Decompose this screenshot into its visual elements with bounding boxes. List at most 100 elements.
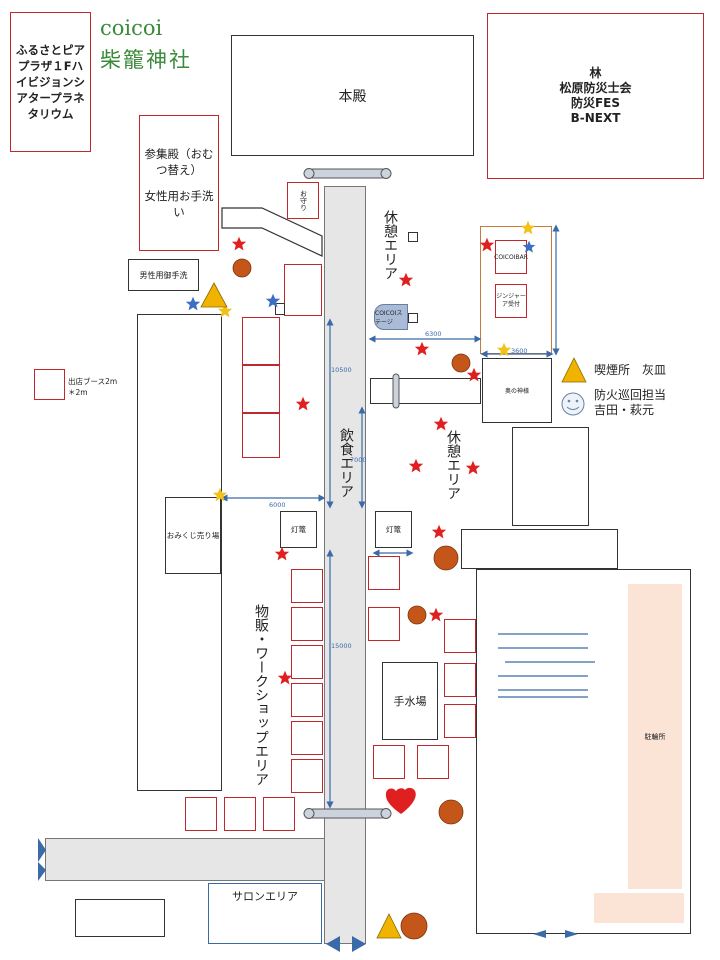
red-heart-icon — [385, 787, 416, 814]
temizuba[interactable]: 手水場 — [382, 662, 438, 740]
parking-label: 駐輪所 — [644, 732, 666, 741]
brand-shrine-name: 柴籠神社 — [100, 48, 192, 72]
lantern-left-label: 灯篭 — [291, 525, 306, 534]
sanshuden-label: 参集殿（おむつ替え） — [144, 147, 214, 177]
lantern-right: 灯篭 — [375, 511, 412, 548]
legend-patrol-label: 防火巡回担当 吉田・萩元 — [594, 388, 666, 418]
booth-b2[interactable] — [224, 797, 256, 831]
smiley-face-icon — [561, 392, 585, 416]
smoking-triangle-icon — [376, 913, 402, 939]
fire-extinguisher-star-icon — [479, 237, 495, 252]
coicoi-stage[interactable]: COICOIステージ — [374, 304, 408, 330]
booth-l3[interactable] — [242, 365, 280, 413]
storehouse — [512, 427, 589, 526]
slanted-walkway — [221, 207, 323, 257]
east-path — [370, 378, 481, 404]
patrol-line2: 吉田・萩元 — [594, 403, 655, 417]
salon-area[interactable]: サロンエリア — [208, 883, 322, 944]
dimension-arrows — [220, 224, 560, 809]
goods-area-label: 物販・ワークショップエリア — [253, 604, 269, 786]
blue-star-icon — [265, 293, 281, 308]
omamori-label: お守り — [299, 190, 308, 211]
booth-g1[interactable] — [291, 569, 323, 603]
orange-circle-icon — [433, 545, 459, 571]
fire-extinguisher-star-icon — [231, 236, 247, 251]
legend-booth-label: 出店ブース2m＊2m — [68, 377, 118, 397]
bousai-fes-box: 林 松原防災士会 防災FES B-NEXT — [487, 13, 704, 179]
orange-circle-icon — [400, 912, 428, 940]
sanshuden-box[interactable]: 参集殿（おむつ替え） 女性用お手洗い — [139, 115, 219, 251]
booth-b1[interactable] — [185, 797, 217, 831]
bfes-line1: 林 — [589, 66, 602, 80]
booth-g6[interactable] — [291, 759, 323, 793]
salon-label: サロンエリア — [232, 890, 298, 903]
rest-marker-1 — [408, 232, 418, 242]
blue-star-icon — [522, 240, 536, 253]
fire-extinguisher-star-icon — [398, 272, 414, 287]
dim-6000: 6000 — [269, 501, 286, 509]
ginger-reception-booth[interactable]: ジンジャーア受付 — [495, 284, 527, 318]
east-gate-post — [392, 373, 400, 409]
small-shrine[interactable]: 奥の神様 — [482, 358, 552, 423]
smoking-triangle-icon — [200, 282, 228, 308]
booth-r6[interactable] — [373, 745, 405, 779]
omamori-booth[interactable]: お守り — [287, 182, 319, 219]
fire-extinguisher-star-icon — [433, 416, 449, 431]
bar-label: COICOIBAR — [494, 253, 528, 261]
booth-g4[interactable] — [291, 683, 323, 717]
fire-extinguisher-star-icon — [274, 546, 290, 561]
orange-circle-group — [232, 258, 471, 940]
bottom-path — [45, 838, 325, 881]
food-area-label: 飲食エリア — [338, 428, 354, 498]
booth-r5[interactable] — [444, 704, 476, 738]
male-washroom-box[interactable]: 男性用御手洗 — [128, 259, 199, 291]
male-washroom-label: 男性用御手洗 — [139, 270, 188, 280]
female-washroom-label: 女性用お手洗い — [144, 189, 214, 219]
dim-10500: 10500 — [331, 366, 352, 374]
ginger-label: ジンジャーア受付 — [496, 293, 526, 308]
booth-l4[interactable] — [242, 413, 280, 458]
honden-building[interactable]: 本殿 — [231, 35, 474, 156]
booth-r2[interactable] — [368, 607, 400, 641]
fire-extinguisher-star-icon — [466, 367, 482, 382]
bfes-line2: 松原防災士会 — [559, 81, 632, 95]
yellow-star-icon — [520, 220, 536, 235]
booth-r1[interactable] — [368, 556, 400, 590]
booth-g3[interactable] — [291, 645, 323, 679]
fence-block — [461, 529, 618, 569]
booth-g2[interactable] — [291, 607, 323, 641]
booth-g5[interactable] — [291, 721, 323, 755]
parking-lines — [498, 633, 595, 698]
patrol-line1: 防火巡回担当 — [594, 388, 667, 402]
parking-bottom-strip — [594, 893, 684, 923]
dim-15000: 15000 — [331, 642, 352, 650]
torii-top — [303, 168, 392, 179]
bfes-line4: B-NEXT — [570, 111, 621, 125]
booth-r4[interactable] — [444, 663, 476, 697]
booth-r7[interactable] — [417, 745, 449, 779]
rest-marker-2 — [408, 313, 418, 323]
planetarium-label: ふるさとピアプラザ１Fハイビジョンシアタープラネタリウム — [16, 43, 85, 121]
fire-extinguisher-star-icon — [408, 458, 424, 473]
yellow-star-group — [212, 220, 536, 502]
booth-l2[interactable] — [242, 317, 280, 365]
fire-extinguisher-star-icon — [428, 607, 444, 622]
fire-extinguisher-star-icon — [414, 341, 430, 356]
booth-l1[interactable] — [284, 264, 322, 316]
lantern-left: 灯篭 — [280, 511, 317, 548]
brand-top: coicoi — [100, 16, 163, 40]
coicoi-bar-booth[interactable]: COICOIBAR — [494, 240, 528, 274]
booth-r3[interactable] — [444, 619, 476, 653]
smoking-triangle-group — [200, 282, 587, 939]
fire-extinguisher-star-icon — [277, 670, 293, 685]
booth-b3[interactable] — [263, 797, 295, 831]
dim-7000: 7000 — [350, 456, 367, 464]
storage-box-bottom — [75, 899, 165, 937]
legend-smoking-label: 喫煙所 灰皿 — [594, 363, 667, 377]
small-shrine-label: 奥の神様 — [504, 388, 529, 395]
omikuji-box[interactable]: おみくじ売り場 — [165, 497, 221, 574]
parking-strip[interactable]: 駐輪所 — [628, 584, 682, 889]
orange-circle-icon — [438, 799, 464, 825]
orange-circle-icon — [451, 353, 471, 373]
